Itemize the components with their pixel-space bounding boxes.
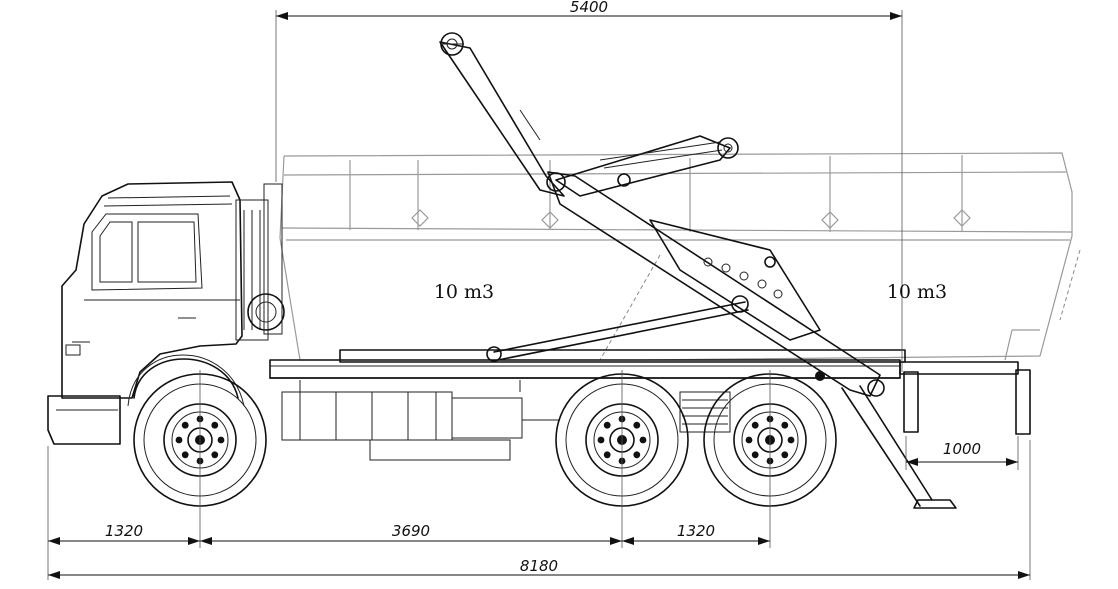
- dimension-label-wheelbase: 3690: [392, 522, 430, 540]
- lift-arm-mechanism: [439, 41, 885, 397]
- dimension-1320-rear: [622, 537, 770, 545]
- hook-chain-end: [717, 137, 739, 159]
- chassis-frame: [269, 349, 1031, 461]
- dimension-8180: [48, 571, 1030, 579]
- dimension-extension-lines: [47, 10, 1031, 580]
- dimension-1000: [906, 458, 1018, 466]
- volume-label-ghost-container: 10 m3: [887, 281, 947, 303]
- dimension-5400: [276, 12, 902, 20]
- hook-top: [440, 32, 464, 56]
- container-ghost-outline: [279, 152, 1081, 361]
- rear-stabilizer-leg: [841, 385, 957, 509]
- truck-cab: [47, 181, 285, 445]
- dimension-label-front-overhang: 1320: [105, 522, 143, 540]
- dimension-label-overall-length: 8180: [520, 557, 558, 575]
- dimension-3690: [200, 537, 622, 545]
- dimension-label-top: 5400: [570, 0, 608, 16]
- hydraulic-cylinder: [486, 301, 749, 362]
- volume-label-container: 10 m3: [434, 281, 494, 303]
- dimension-1320-front: [48, 537, 200, 545]
- dimension-label-rear-axle-spacing: 1320: [677, 522, 715, 540]
- dimension-label-rear-extension: 1000: [943, 440, 981, 458]
